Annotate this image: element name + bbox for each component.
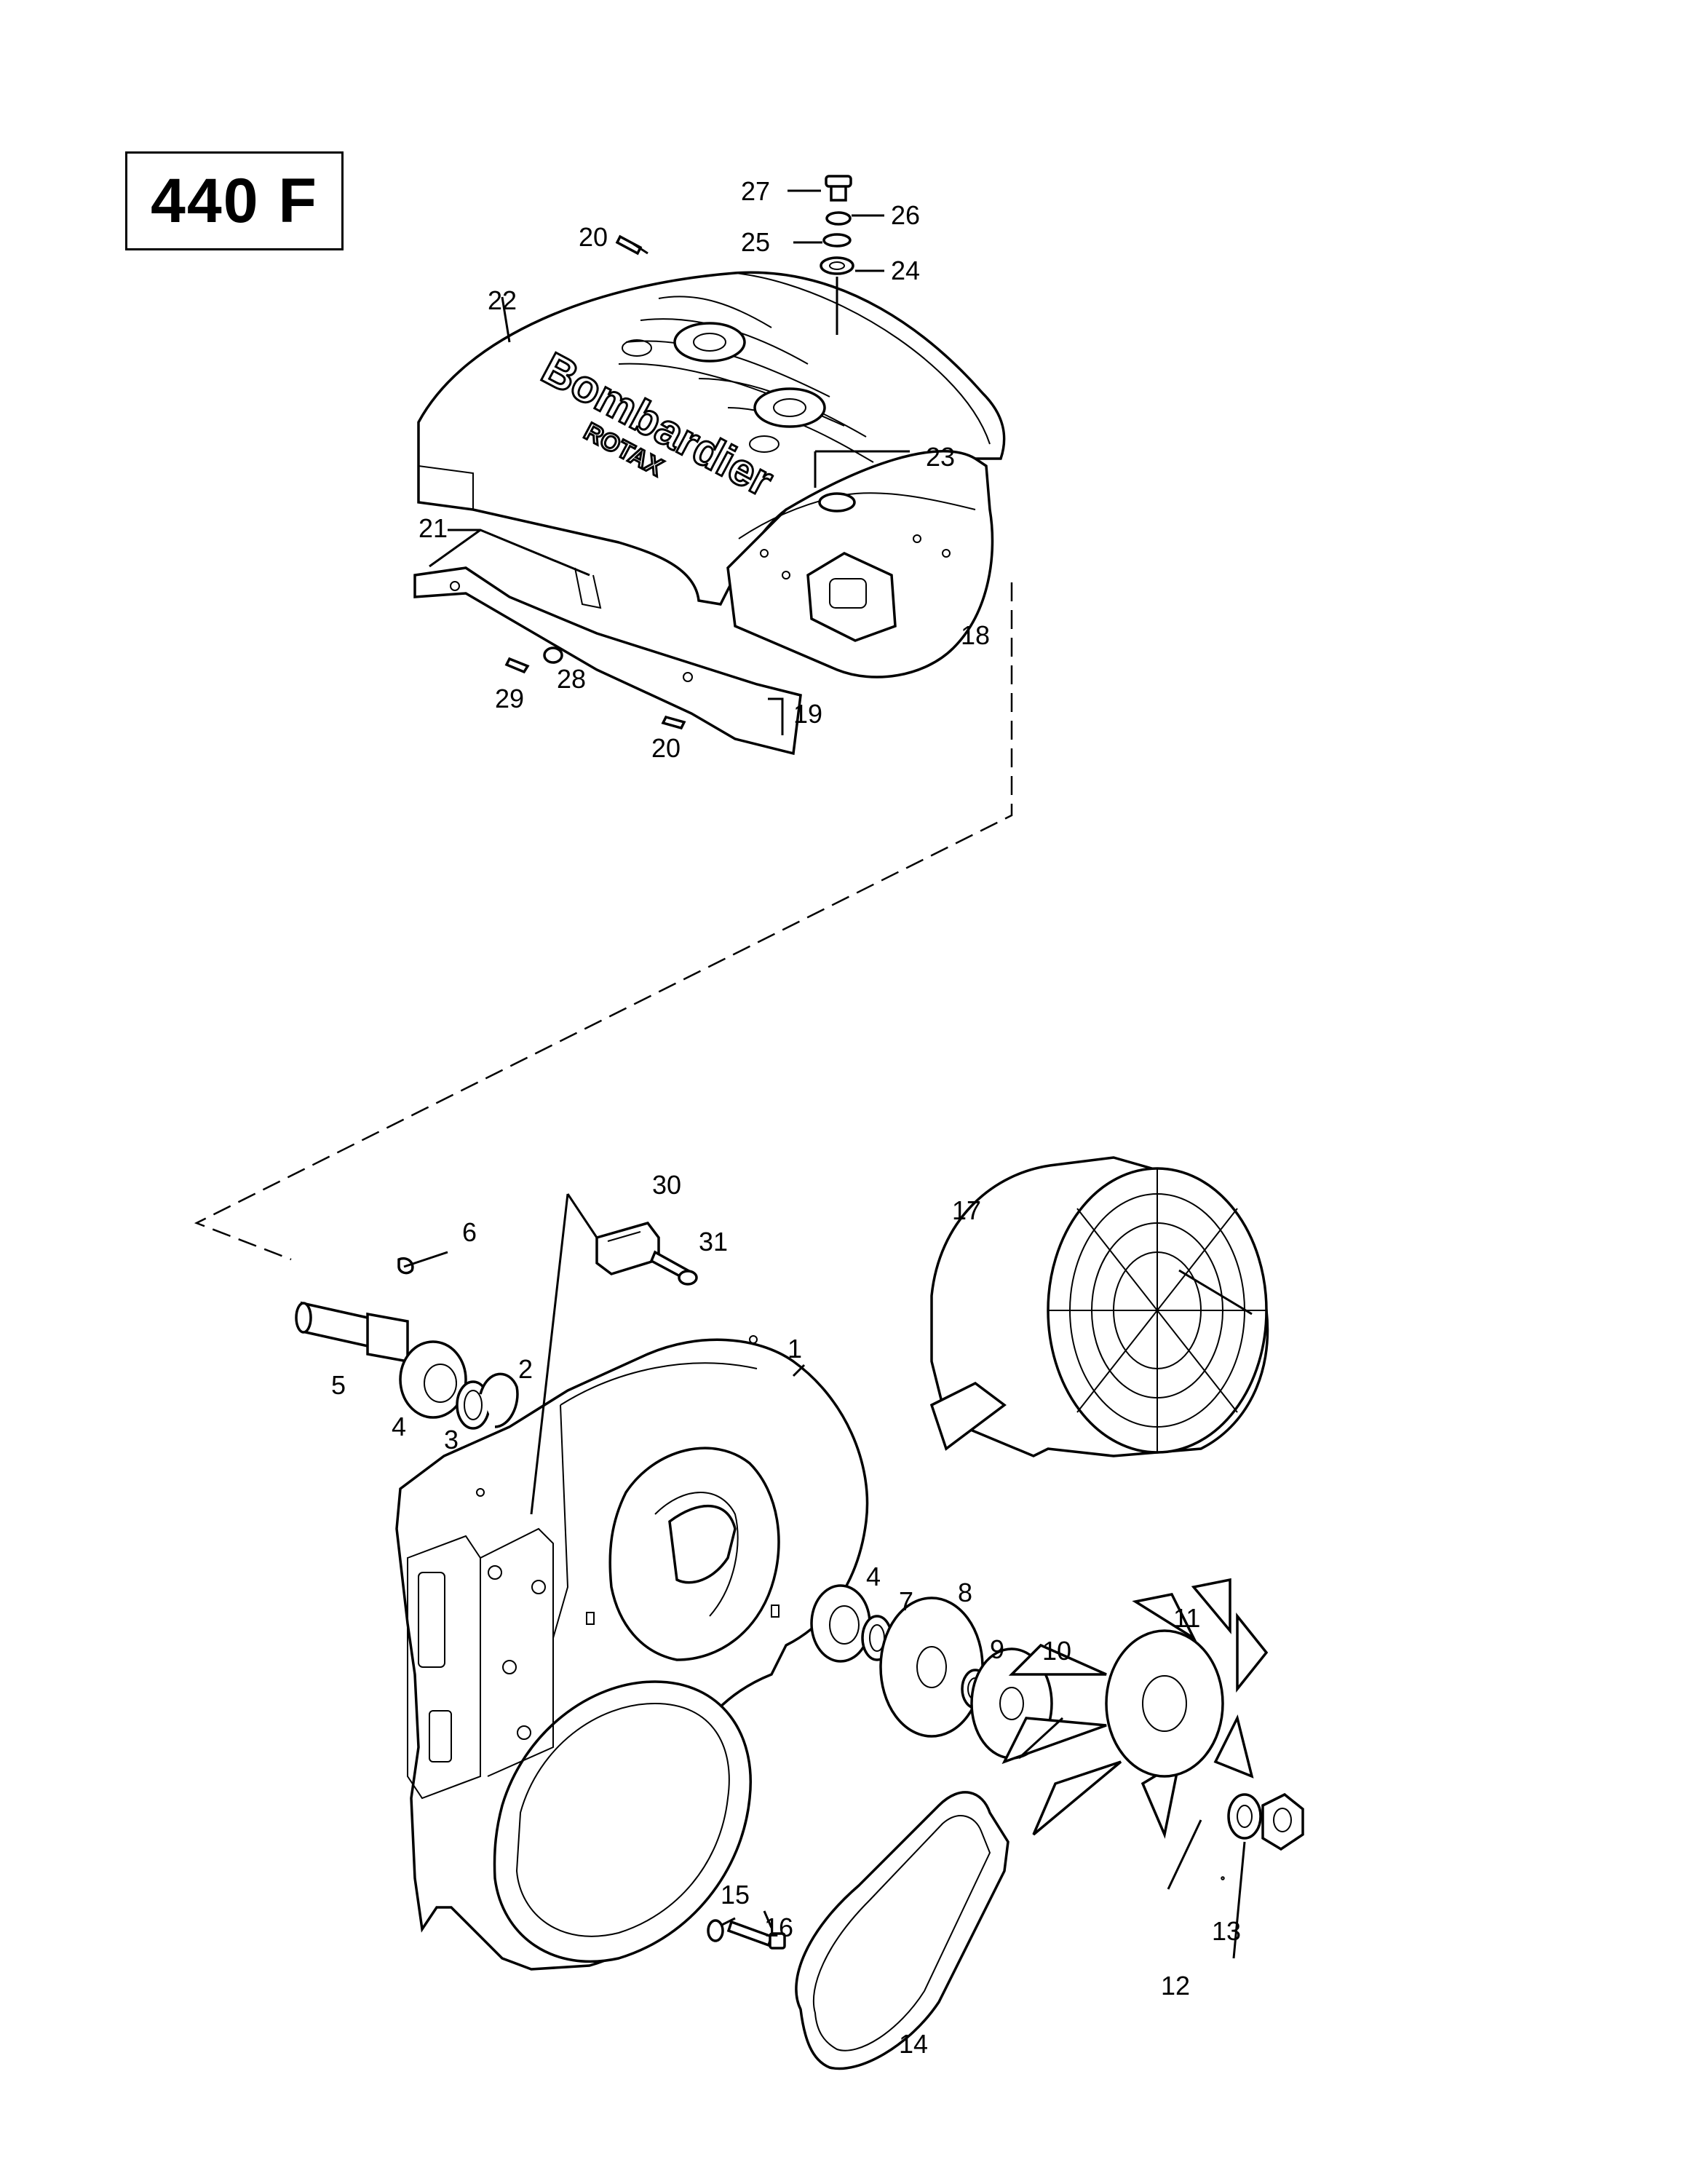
cooling-fan	[1001, 1578, 1269, 1880]
callout-28: 28	[557, 664, 586, 694]
callout-5: 5	[331, 1370, 346, 1400]
callout-4-right: 4	[866, 1562, 881, 1591]
fan-guard	[929, 1156, 1269, 1457]
callout-24: 24	[891, 256, 920, 285]
callout-15: 15	[721, 1880, 750, 1910]
callout-8: 8	[958, 1578, 972, 1607]
housing-fasteners	[707, 1919, 786, 1950]
fan-nut-washer	[1227, 1792, 1304, 1851]
callout-23: 23	[926, 442, 955, 472]
callout-29: 29	[495, 684, 524, 713]
callout-labels: 27 26 25 24 20 22 23 21 18 28 29 19 20 3…	[331, 176, 1241, 2059]
exhaust-side-cowl	[726, 450, 994, 678]
callout-25: 25	[741, 227, 770, 257]
callout-22: 22	[488, 285, 517, 315]
assembly-reference-line	[194, 582, 1013, 1261]
cylinder-cowl: Bombardier ROTAX	[417, 271, 1006, 606]
callout-18: 18	[961, 620, 990, 650]
leader-lines-bottom	[403, 1251, 1253, 1959]
callout-19: 19	[793, 699, 822, 729]
callout-21: 21	[418, 513, 448, 543]
callout-9: 9	[990, 1634, 1004, 1664]
callout-7: 7	[899, 1586, 913, 1616]
callout-12: 12	[1161, 1971, 1190, 2001]
model-label: 440 F	[151, 165, 318, 236]
callout-26: 26	[891, 200, 920, 230]
callout-16: 16	[764, 1912, 793, 1942]
callout-30: 30	[652, 1170, 681, 1200]
drive-belt	[795, 1791, 1009, 2070]
callout-20-bottom: 20	[651, 733, 681, 763]
callout-10: 10	[1042, 1636, 1071, 1666]
callout-17: 17	[952, 1195, 981, 1225]
callout-11: 11	[1173, 1603, 1200, 1633]
callout-4-left: 4	[392, 1412, 406, 1441]
cable-clamp	[530, 1193, 698, 1515]
leader-lines-top	[429, 189, 910, 735]
callout-27: 27	[741, 176, 770, 206]
fan-pulley-stack	[810, 1584, 1053, 1760]
fan-shaft-assembly	[295, 1257, 519, 1430]
fastener-hardware-top	[504, 175, 854, 730]
fan-housing	[395, 1335, 869, 1971]
deflector-plate	[413, 566, 802, 756]
callout-6: 6	[462, 1217, 477, 1247]
callout-2: 2	[518, 1354, 533, 1384]
model-label-box: 440 F	[125, 151, 344, 250]
callout-14: 14	[899, 2029, 928, 2059]
callout-13: 13	[1212, 1916, 1241, 1946]
callout-31: 31	[699, 1227, 728, 1257]
callout-1: 1	[788, 1334, 802, 1364]
callout-3: 3	[444, 1425, 459, 1455]
callout-20-top: 20	[579, 222, 608, 252]
